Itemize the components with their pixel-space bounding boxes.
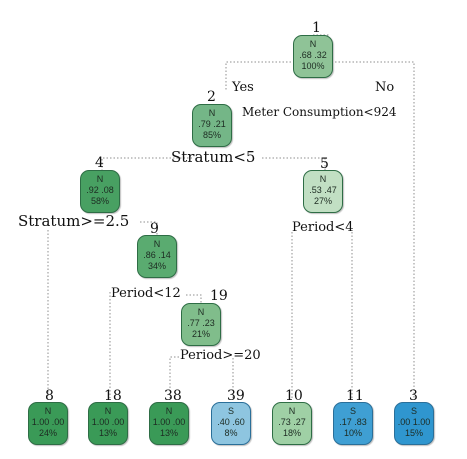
node-38-id: 38 [164, 388, 182, 404]
node-1-probs: .68 .32 [299, 50, 327, 60]
node-1-pct: 100% [301, 61, 325, 71]
tree-node-5: N .53 .47 27% [303, 170, 343, 213]
edge-19-38 [169, 356, 179, 398]
node-18-class: N [104, 406, 112, 416]
node-4-probs: .92 .08 [86, 185, 114, 195]
tree-node-39: S .40 .60 8% [211, 402, 251, 445]
node-19-pct: 21% [191, 329, 210, 339]
node-8-class: N [44, 406, 52, 416]
node-11-probs: .17 .83 [339, 417, 367, 427]
edge-2-4 [101, 157, 192, 170]
node-39-id: 39 [227, 388, 245, 404]
node-3-class: S [410, 406, 417, 416]
node-9-probs: .86 .14 [143, 250, 171, 260]
node-11-pct: 10% [343, 428, 362, 438]
node-19-class: N [197, 307, 205, 317]
node-2-pct: 85% [202, 130, 221, 140]
node-5-class: N [319, 174, 327, 184]
edge-9-19 [186, 294, 202, 303]
node-3-probs: .00 1.00 [397, 417, 431, 427]
tree-node-10: N .73 .27 18% [272, 402, 312, 445]
no-branch-label: No [375, 80, 395, 95]
node-9-id: 9 [150, 221, 159, 237]
node-11-id: 11 [346, 388, 364, 404]
node-10-pct: 18% [282, 428, 301, 438]
split-node-9: Period<12 [111, 286, 181, 301]
node-9-class: N [153, 239, 161, 249]
tree-node-18: N 1.00 .00 13% [88, 402, 128, 445]
node-19-id: 19 [210, 288, 228, 304]
node-39-probs: .40 .60 [217, 417, 245, 427]
node-38-pct: 13% [159, 428, 178, 438]
split-node-4: Stratum>=2.5 [18, 212, 130, 230]
tree-node-38: N 1.00 .00 13% [149, 402, 189, 445]
tree-node-1: N .68 .32 100% [293, 35, 333, 78]
node-4-id: 4 [95, 155, 104, 171]
node-38-class: N [165, 406, 173, 416]
tree-node-3: S .00 1.00 15% [394, 402, 434, 445]
node-4-class: N [96, 174, 104, 184]
edge-2-5 [262, 157, 326, 170]
node-8-pct: 24% [38, 428, 57, 438]
yes-branch-label: Yes [232, 80, 254, 95]
split-node-5: Period<4 [292, 220, 354, 235]
node-39-class: S [227, 406, 234, 416]
node-5-probs: .53 .47 [309, 185, 337, 195]
node-10-id: 10 [285, 388, 303, 404]
tree-node-11: S .17 .83 10% [333, 402, 373, 445]
node-3-id: 3 [409, 388, 418, 404]
node-3-pct: 15% [404, 428, 423, 438]
node-18-id: 18 [104, 388, 122, 404]
split-node-2: Stratum<5 [171, 148, 256, 166]
tree-node-9: N .86 .14 34% [137, 235, 177, 278]
node-2-id: 2 [207, 89, 216, 105]
node-1-id: 1 [312, 20, 321, 36]
node-8-id: 8 [45, 388, 54, 404]
tree-node-8: N 1.00 .00 24% [28, 402, 68, 445]
node-10-class: N [288, 406, 296, 416]
node-2-class: N [208, 108, 216, 118]
node-5-id: 5 [320, 156, 329, 172]
node-18-probs: 1.00 .00 [91, 417, 125, 427]
node-1-class: N [309, 39, 317, 49]
tree-node-2: N .79 .21 85% [192, 104, 232, 147]
node-8-probs: 1.00 .00 [31, 417, 65, 427]
split-node-19: Period>=20 [180, 348, 261, 363]
tree-node-19: N .77 .23 21% [181, 303, 221, 346]
node-2-probs: .79 .21 [198, 119, 226, 129]
tree-node-4: N .92 .08 58% [80, 170, 120, 213]
node-4-pct: 58% [90, 196, 109, 206]
node-9-pct: 34% [147, 261, 166, 271]
node-39-pct: 8% [224, 428, 238, 438]
node-5-pct: 27% [313, 196, 332, 206]
node-19-probs: .77 .23 [187, 318, 215, 328]
node-10-probs: .73 .27 [278, 417, 306, 427]
split-node-1: Meter Consumption<924 [242, 105, 397, 119]
node-11-class: S [349, 406, 356, 416]
node-18-pct: 13% [98, 428, 117, 438]
edge-4-9 [140, 221, 158, 235]
node-38-probs: 1.00 .00 [152, 417, 186, 427]
